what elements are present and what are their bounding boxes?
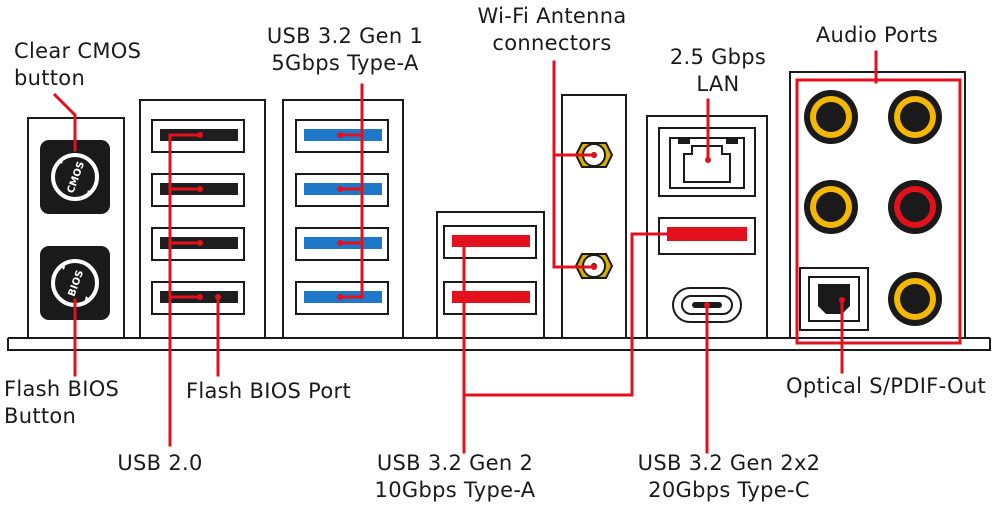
usb-2-0-port[interactable] (151, 173, 245, 207)
label-flash-bios-button-line2: Button (4, 404, 77, 428)
audio-jack[interactable] (804, 180, 858, 234)
label-usb-gen2x2-line1: USB 3.2 Gen 2x2 (637, 451, 821, 475)
callout-dots (197, 132, 845, 308)
label-lan-line2: LAN (696, 72, 740, 96)
usb-2-0-port[interactable] (151, 119, 245, 153)
callout-usb-2-0 (168, 133, 202, 447)
callout-usb-gen2 (462, 239, 512, 454)
wifi-antenna-block (561, 94, 627, 339)
label-usb-gen2-line2: 10Gbps Type-A (374, 478, 536, 502)
label-flash-bios-port: Flash BIOS Port (186, 379, 351, 403)
audio-jack[interactable] (888, 272, 942, 326)
callout-clear-cmos (52, 92, 77, 152)
callout-lines (52, 50, 878, 454)
label-lan-line1: 2.5 Gbps (669, 45, 767, 69)
label-wifi-line1: Wi-Fi Antenna (477, 4, 627, 28)
label-usb-gen1-line1: USB 3.2 Gen 1 (266, 24, 424, 48)
audio-jack[interactable] (888, 90, 942, 144)
label-usb-gen2x2-line2: 20Gbps Type-C (648, 478, 810, 502)
audio-jack[interactable] (804, 90, 858, 144)
usb-gen2-lan-port[interactable] (658, 217, 756, 255)
optical-spdif-port[interactable] (799, 267, 869, 331)
flash-bios-button[interactable]: BIOS (40, 246, 110, 320)
button-block: CMOS BIOS (27, 117, 125, 339)
label-optical-spdif: Optical S/PDIF-Out (786, 374, 986, 398)
label-audio-ports: Audio Ports (815, 23, 939, 47)
label-flash-bios-button-line1: Flash BIOS (4, 377, 120, 401)
usb-gen2-block (436, 211, 545, 339)
label-clear-cmos-line2: button (14, 66, 86, 90)
clear-cmos-button[interactable]: CMOS (40, 140, 110, 214)
label-usb-2-0: USB 2.0 (117, 451, 203, 475)
audio-jack-mic[interactable] (888, 180, 942, 234)
label-usb-gen1-line2: 5Gbps Type-A (271, 51, 419, 75)
label-clear-cmos-line1: Clear CMOS (14, 39, 142, 63)
audio-block (789, 71, 966, 345)
io-shield-baseline (7, 338, 991, 351)
callout-wifi (552, 60, 596, 269)
label-usb-gen2-line1: USB 3.2 Gen 2 (376, 451, 534, 475)
label-wifi-line2: connectors (492, 31, 612, 55)
